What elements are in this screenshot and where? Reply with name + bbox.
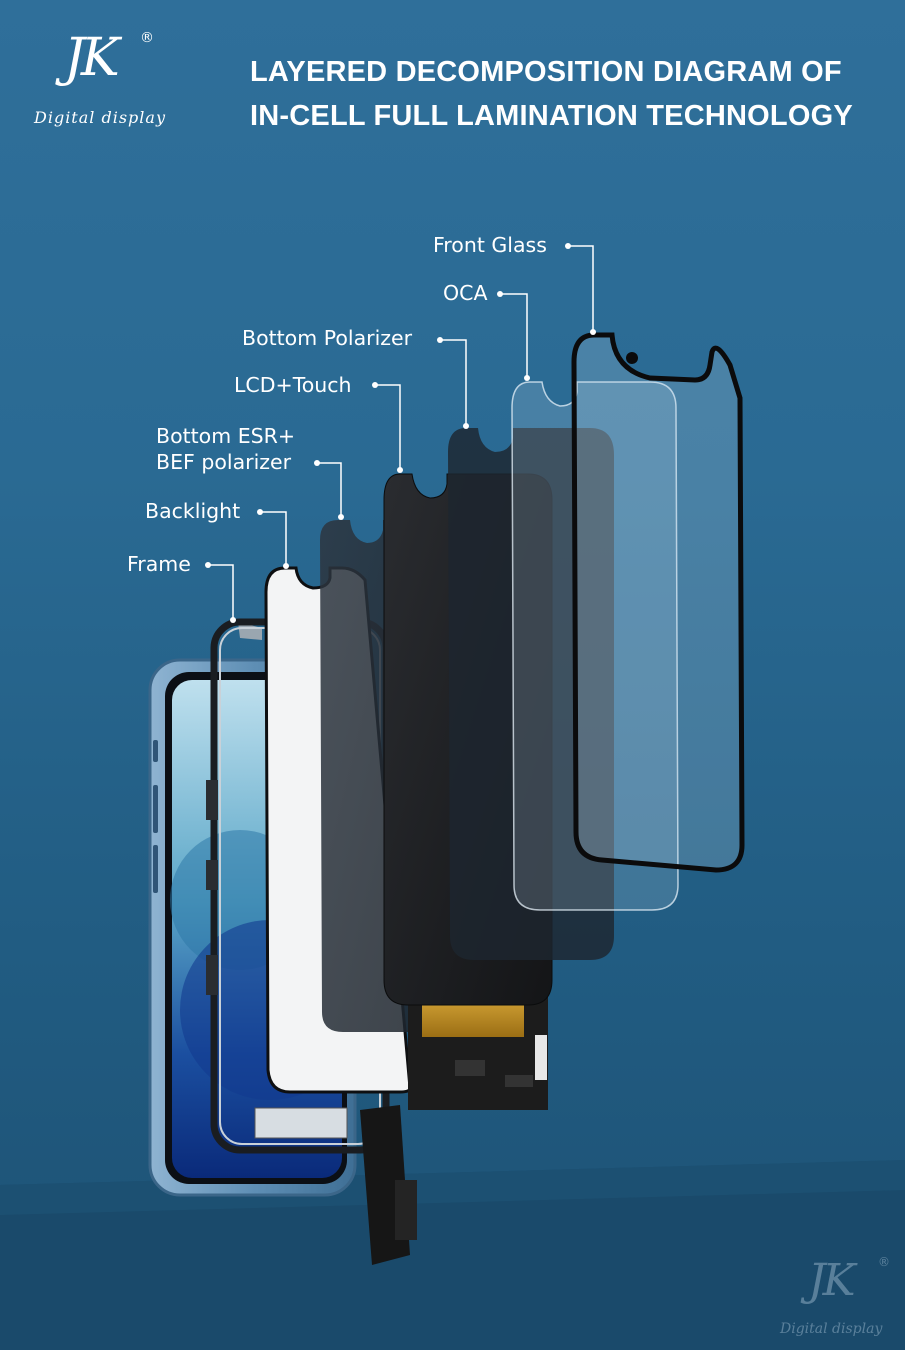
logo-mark: JK [64, 28, 120, 88]
label-backlight: Backlight [145, 499, 241, 523]
watermark-mark: JK [808, 1255, 855, 1306]
leader-lines [208, 245, 594, 620]
label-front-glass: Front Glass [433, 233, 547, 257]
front-glass-layer [571, 332, 745, 873]
title-line-1: LAYERED DECOMPOSITION DIAGRAM OF [250, 56, 842, 88]
label-lcd-touch: LCD+Touch [234, 373, 352, 397]
leader-frame [208, 564, 234, 620]
logo-tagline: Digital display [34, 108, 166, 127]
label-frame: Frame [127, 552, 191, 576]
label-bottom-esr-line1: Bottom ESR+ [156, 424, 296, 448]
leader-bottom-polarizer [440, 339, 467, 426]
watermark-logo: JK ® Digital display [780, 1255, 900, 1345]
title-line-2: IN-CELL FULL LAMINATION TECHNOLOGY [250, 100, 853, 132]
label-bottom-polarizer: Bottom Polarizer [242, 326, 413, 350]
watermark-tagline: Digital display [780, 1321, 883, 1337]
oca-layer [511, 381, 679, 911]
label-bottom-esr-line2: BEF polarizer [156, 450, 292, 474]
leader-oca [500, 293, 528, 378]
leader-backlight [260, 511, 287, 566]
brand-logo: JK ® Digital display [34, 28, 174, 138]
label-oca: OCA [443, 281, 488, 305]
registered-mark: ® [140, 30, 154, 46]
leader-dots [205, 243, 596, 623]
leader-front-glass [568, 245, 594, 332]
leader-lcd-touch [375, 384, 401, 470]
watermark-registered: ® [878, 1255, 890, 1269]
leader-bottom-esr [317, 462, 342, 517]
page-title: LAYERED DECOMPOSITION DIAGRAM OF IN-CELL… [250, 50, 890, 138]
